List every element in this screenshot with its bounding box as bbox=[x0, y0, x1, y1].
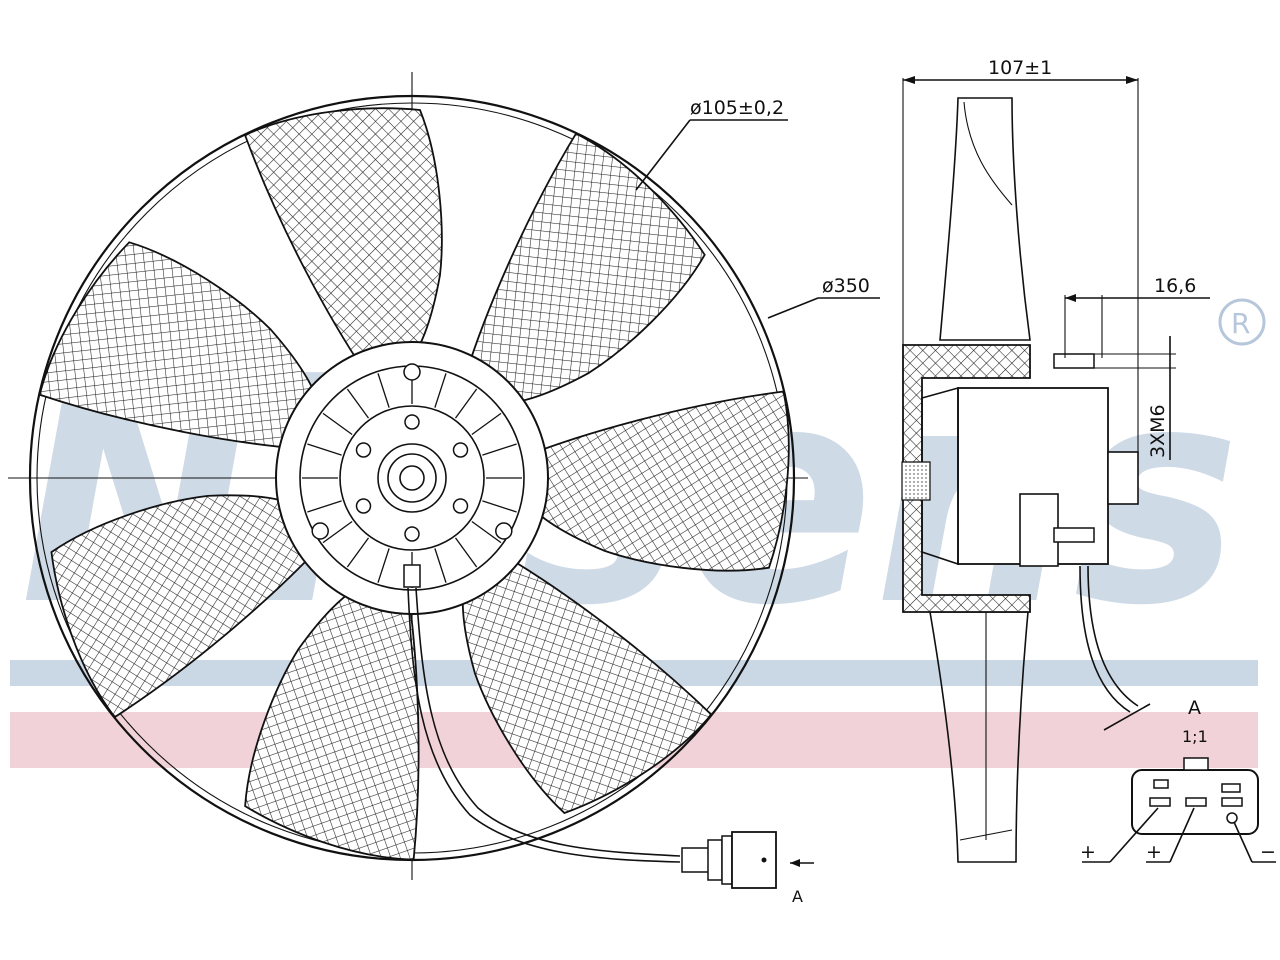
fan-blades bbox=[38, 107, 790, 861]
pin-leader-1 bbox=[1109, 807, 1159, 863]
hub-outer bbox=[275, 341, 549, 615]
fan-blade bbox=[464, 132, 706, 405]
bolt-hole bbox=[452, 442, 469, 458]
pin-6 bbox=[1226, 812, 1238, 824]
pin-5 bbox=[1153, 779, 1169, 789]
motor-flange bbox=[921, 386, 959, 566]
motor-gear-detail bbox=[901, 461, 931, 501]
pin-label-plus-2: + bbox=[1146, 841, 1162, 863]
fan-blade bbox=[50, 494, 321, 719]
wire-clip bbox=[403, 564, 421, 588]
bolt-top bbox=[1053, 353, 1095, 369]
hub-center bbox=[399, 465, 425, 491]
front-view: A ø105±0,2 ø350 bbox=[8, 72, 880, 906]
hub-rib bbox=[377, 373, 390, 408]
hub-rib bbox=[346, 537, 370, 568]
pin-leader-3 bbox=[1233, 821, 1253, 863]
pin-label-plus-1: + bbox=[1080, 841, 1096, 863]
hub-rib bbox=[434, 548, 447, 583]
bolt-hole bbox=[495, 522, 513, 540]
hub-diameter-label: ø105±0,2 bbox=[690, 97, 784, 119]
blade-profile-top-inner bbox=[963, 101, 1013, 206]
fan-blade bbox=[243, 107, 443, 373]
depth-label: 107±1 bbox=[988, 57, 1052, 79]
bolt-bottom bbox=[1053, 527, 1095, 543]
hub bbox=[275, 341, 549, 615]
detail-a: A 1;1 + + − bbox=[1080, 697, 1276, 863]
hub-rib bbox=[482, 443, 517, 456]
blade-profile-bottom bbox=[929, 611, 1029, 863]
fan-blade bbox=[461, 552, 713, 815]
hub-rib bbox=[322, 412, 353, 436]
hub-ring-3 bbox=[377, 443, 447, 513]
hub-bolt-holes bbox=[311, 363, 513, 542]
hub-ring-4 bbox=[387, 453, 437, 503]
bolt-offset-label: 16,6 bbox=[1154, 275, 1196, 297]
hub-ring-2 bbox=[339, 405, 485, 551]
blade-profile-bottom-inner bbox=[959, 829, 1013, 841]
hub-section bbox=[902, 344, 1031, 613]
motor-terminal-box bbox=[1019, 493, 1059, 567]
hub-dim-leader bbox=[635, 119, 691, 191]
hub-rib bbox=[434, 373, 447, 408]
cable bbox=[407, 587, 681, 863]
pin-2 bbox=[1185, 797, 1207, 807]
connector-plug bbox=[681, 831, 777, 889]
hub-rib bbox=[454, 388, 478, 419]
registered-mark-circle bbox=[1218, 298, 1266, 346]
fan-blade bbox=[244, 577, 420, 861]
blade-profile-top bbox=[939, 97, 1031, 341]
bolt-hole bbox=[403, 363, 421, 381]
detail-a-title: A bbox=[1188, 697, 1201, 719]
fan-blade bbox=[38, 241, 323, 450]
cable-break bbox=[1103, 703, 1151, 731]
side-cable-2 bbox=[1087, 565, 1139, 707]
fan-diameter-label: ø350 bbox=[822, 275, 870, 297]
bolt-hole bbox=[311, 522, 329, 540]
hub-rib bbox=[471, 412, 502, 436]
side-cable bbox=[1079, 565, 1131, 713]
bolt-hole bbox=[355, 498, 372, 514]
fan-dim-leader bbox=[767, 297, 819, 319]
hub-rib bbox=[307, 443, 342, 456]
registered-mark-letter: R bbox=[1231, 307, 1250, 340]
side-view: 107±1 16,6 3XM6 bbox=[901, 57, 1210, 863]
motor-end-cap bbox=[1107, 451, 1139, 505]
hub-rib bbox=[471, 520, 502, 544]
hub-rib bbox=[307, 500, 342, 513]
bolt-hole bbox=[452, 498, 469, 514]
view-a-label: A bbox=[792, 887, 803, 906]
hub-rib bbox=[322, 520, 353, 544]
bolts-label: 3XM6 bbox=[1147, 404, 1169, 458]
fan-blade bbox=[517, 390, 790, 572]
hub-rib bbox=[377, 548, 390, 583]
cable-2 bbox=[415, 587, 681, 857]
view-a-arrowhead bbox=[790, 859, 800, 867]
hub-rib bbox=[346, 388, 370, 419]
pin-3 bbox=[1221, 797, 1243, 807]
pin-leader-2 bbox=[1169, 807, 1195, 863]
bolt-hole bbox=[355, 442, 372, 458]
bolt-hole bbox=[404, 526, 420, 542]
hub-rib bbox=[482, 500, 517, 513]
detail-a-scale: 1;1 bbox=[1182, 727, 1208, 746]
bolt-hole bbox=[404, 414, 420, 430]
hub-rib bbox=[454, 537, 478, 568]
connector-latch bbox=[1183, 757, 1209, 771]
pin-label-minus: − bbox=[1260, 841, 1276, 863]
pin-1 bbox=[1149, 797, 1171, 807]
hub-ribs bbox=[302, 368, 522, 588]
pin-4 bbox=[1221, 783, 1241, 793]
